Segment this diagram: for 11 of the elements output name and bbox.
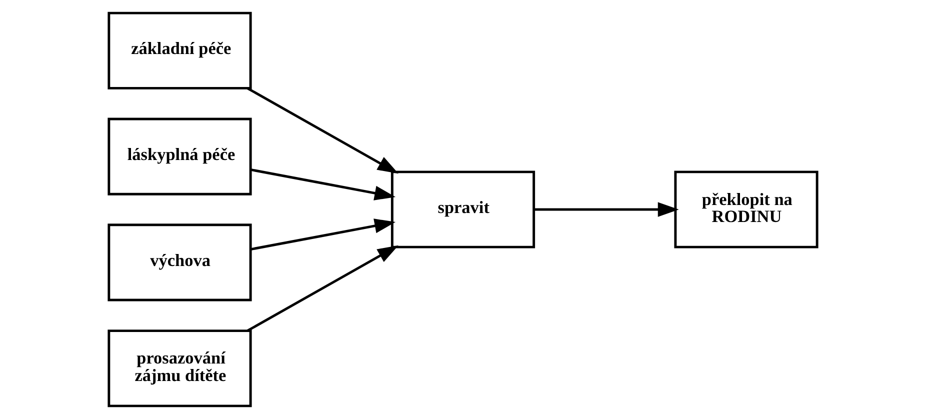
node-box: prosazování zájmu dítěte [108,330,252,408]
node-box: překlopit na RODINU [674,170,818,248]
arrow [250,168,396,200]
arrow [250,218,396,251]
arrow [246,245,398,332]
node-box: výchova [108,224,252,302]
node-box: láskyplná péče [108,118,252,196]
node-box: základní péče [108,12,252,90]
arrow [534,202,679,217]
arrow [246,87,398,174]
node-box: spravit [390,170,536,248]
